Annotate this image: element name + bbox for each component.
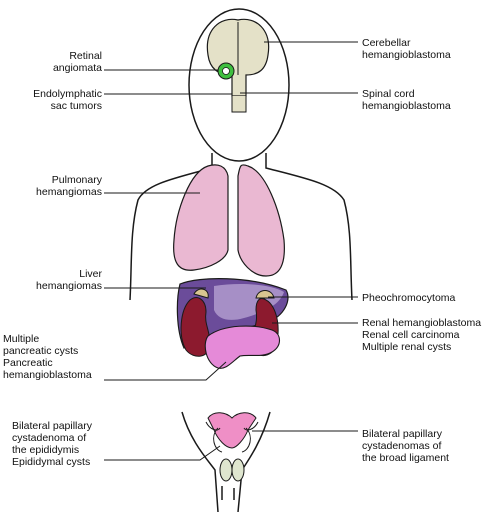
pancreas (204, 325, 281, 369)
label-spinal-cord-hemangioblastoma: Spinal cord hemangioblastoma (362, 88, 451, 112)
label-cerebellar-hemangioblastoma: Cerebellar hemangioblastoma (362, 37, 451, 61)
epididymis (213, 427, 251, 453)
leader-lines (104, 41, 358, 461)
label-renal: Renal hemangioblastoma Renal cell carcin… (362, 317, 482, 353)
label-broad-ligament: Bilateral papillary cystadenomas of the … (362, 428, 449, 464)
label-endolymphatic-sac-tumors: Endolymphatic sac tumors (33, 88, 102, 112)
label-liver-hemangiomas: Liver hemangiomas (36, 268, 102, 292)
label-pancreatic: Multiple pancreatic cysts Pancreatic hem… (3, 333, 92, 381)
left-testis (219, 458, 233, 482)
leader-pancreatic (104, 361, 227, 381)
left-shoulder-outline (129, 153, 213, 301)
broad-ligament (205, 421, 259, 431)
right-adrenal (255, 290, 275, 299)
label-retinal-angiomata: Retinal angiomata (52, 50, 102, 74)
leader-epididymis (104, 445, 221, 461)
label-pulmonary-hemangiomas: Pulmonary hemangiomas (36, 174, 102, 198)
left-leg-outline (181, 411, 219, 513)
label-pheochromocytoma: Pheochromocytoma (362, 292, 456, 304)
right-shoulder-outline (265, 153, 353, 301)
scrotum-lines (221, 486, 235, 500)
left-lung (173, 164, 229, 271)
left-adrenal (193, 288, 209, 299)
right-lung (237, 164, 285, 277)
eye-pupil (222, 67, 230, 75)
right-testis (231, 458, 245, 482)
label-epididymis: Bilateral papillary cystadenoma of the e… (12, 420, 92, 468)
spinal-cord (231, 96, 247, 113)
